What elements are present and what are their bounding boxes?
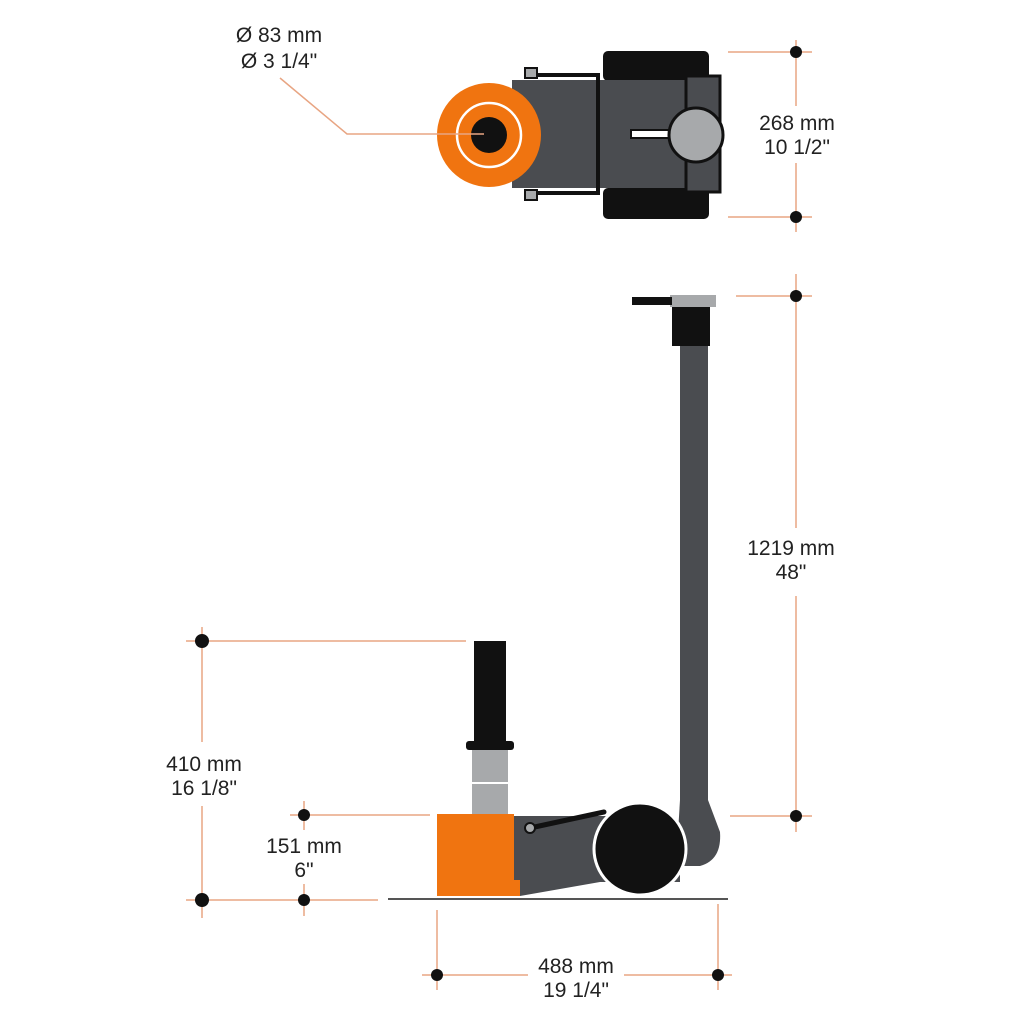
side-wheel: [592, 801, 688, 897]
top-handle-socket: [667, 106, 725, 164]
max-height-dot-bottom: [195, 893, 209, 907]
top-handle-bracket: [525, 73, 600, 195]
handle-height-dot-top: [790, 290, 802, 302]
saddle-diameter-imperial: Ø 3 1/4": [241, 50, 317, 73]
dimension-dots: [195, 46, 802, 981]
piston-collar: [466, 741, 514, 750]
min-height-imperial: 6": [294, 859, 313, 882]
top-bracket-pin-lower: [524, 189, 538, 201]
handle-release-lever: [632, 297, 672, 305]
width-dot-bottom: [790, 211, 802, 223]
top-view: [437, 51, 725, 219]
handle-tube: [680, 340, 708, 820]
max-height-imperial: 16 1/8": [171, 777, 237, 800]
min-height-metric: 151 mm: [266, 835, 342, 858]
length-imperial: 19 1/4": [543, 979, 609, 1002]
cylinder-block: [437, 814, 520, 896]
body-lever-pivot: [524, 822, 536, 834]
max-height-dot-top: [195, 634, 209, 648]
min-height-dot-bottom: [298, 894, 310, 906]
width-imperial: 10 1/2": [764, 136, 830, 159]
dimension-labels: Ø 83 mm Ø 3 1/4" 268 mm 10 1/2" 1219 mm …: [166, 24, 835, 1002]
side-view: [388, 295, 728, 900]
top-saddle-ring: [455, 101, 523, 169]
saddle-diameter-leader: [279, 77, 484, 135]
top-bracket-pin-upper: [524, 67, 538, 79]
handle-cap: [670, 295, 716, 307]
handle-height-imperial: 48": [776, 561, 807, 584]
handle-grip: [672, 306, 710, 346]
length-dot-right: [712, 969, 724, 981]
handle-height-dot-bottom: [790, 810, 802, 822]
piston-upper: [474, 641, 506, 745]
top-saddle-core: [471, 117, 507, 153]
body-lever: [527, 809, 607, 831]
width-metric: 268 mm: [759, 112, 835, 135]
min-height-dot-top: [298, 809, 310, 821]
saddle-diameter-metric: Ø 83 mm: [236, 24, 322, 47]
max-height-metric: 410 mm: [166, 753, 242, 776]
top-wheel-lower: [603, 188, 709, 219]
length-dot-left: [431, 969, 443, 981]
handle-height-metric: 1219 mm: [747, 537, 835, 560]
top-wheel-upper: [603, 51, 709, 81]
length-metric: 488 mm: [538, 955, 614, 978]
width-dot-top: [790, 46, 802, 58]
